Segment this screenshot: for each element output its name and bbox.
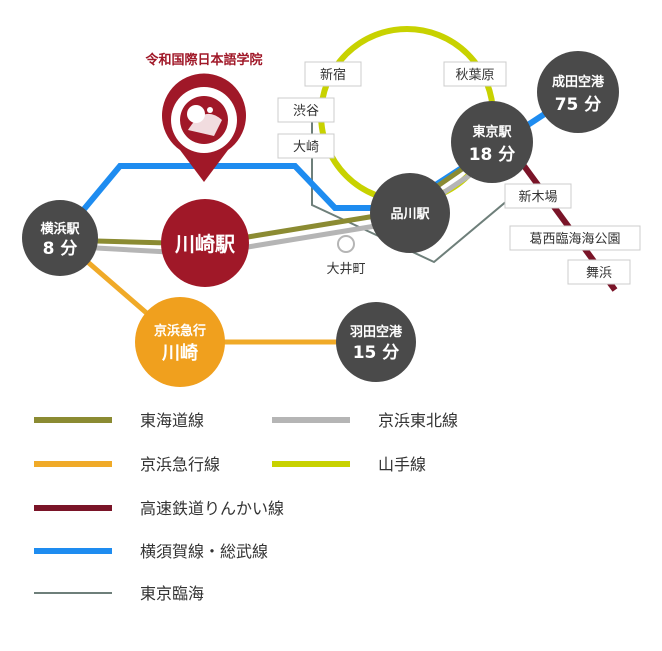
oimachi-label: 大井町 [326,262,365,277]
svg-text:15 分: 15 分 [353,343,400,363]
legend-item-tokaido: 東海道線 [34,411,204,430]
svg-text:東京駅: 東京駅 [472,124,512,140]
school-pin[interactable] [162,73,247,182]
svg-text:川崎: 川崎 [161,342,198,364]
label-shinkiba: 新木場 [504,183,572,209]
legend-item-tokyo-rinkai: 東京臨海 [34,584,204,603]
school-logo-icon [180,96,228,144]
station-keikyu-kawasaki[interactable]: 京浜急行 川崎 [135,297,225,387]
oimachi-marker [337,235,355,253]
legend-item-yokosuka-sobu: 横須賀線・総武線 [34,542,268,561]
label-shinjuku: 新宿 [304,61,362,87]
svg-text:山手線: 山手線 [378,455,426,474]
svg-text:舞浜: 舞浜 [586,266,612,281]
svg-text:東海道線: 東海道線 [140,411,204,430]
svg-text:品川駅: 品川駅 [390,207,430,222]
svg-text:18 分: 18 分 [469,145,516,165]
tokyo-rinkai-line [311,115,521,264]
label-shibuya: 渋谷 [277,97,335,123]
legend-item-rinkai: 高速鉄道りんかい線 [34,499,284,518]
svg-text:大崎: 大崎 [293,140,319,155]
svg-text:葛西臨海海公園: 葛西臨海海公園 [529,232,620,247]
legend-item-yamanote: 山手線 [272,455,426,474]
svg-text:川崎駅: 川崎駅 [174,232,235,256]
label-akihabara: 秋葉原 [443,61,507,87]
station-haneda[interactable]: 羽田空港 15 分 [336,302,416,382]
svg-text:横須賀線・総武線: 横須賀線・総武線 [140,542,268,561]
legend-item-keikyu: 京浜急行線 [34,455,220,474]
svg-text:京浜東北線: 京浜東北線 [378,411,458,430]
svg-text:渋谷: 渋谷 [293,104,319,119]
label-osaki: 大崎 [277,133,335,159]
station-shinagawa[interactable]: 品川駅 [370,173,450,253]
svg-text:京浜急行: 京浜急行 [154,323,206,339]
svg-text:東京臨海: 東京臨海 [140,584,204,603]
svg-text:横浜駅: 横浜駅 [40,221,80,237]
svg-text:8 分: 8 分 [43,239,78,259]
label-maihama: 舞浜 [567,259,631,285]
svg-text:秋葉原: 秋葉原 [455,68,494,83]
station-narita[interactable]: 成田空港 75 分 [537,51,619,133]
station-yokohama[interactable]: 横浜駅 8 分 [22,200,98,276]
school-name: 令和国際日本語学院 [145,52,262,68]
label-kasai: 葛西臨海海公園 [509,225,641,251]
station-tokyo[interactable]: 東京駅 18 分 [451,101,533,183]
legend-item-keihin-tohoku: 京浜東北線 [272,411,458,430]
svg-text:羽田空港: 羽田空港 [350,324,403,340]
svg-text:新宿: 新宿 [320,67,346,83]
svg-text:成田空港: 成田空港 [552,74,605,90]
svg-text:75 分: 75 分 [555,95,602,115]
legend: 東海道線 京浜東北線 京浜急行線 山手線 高速鉄道りんかい線 横須賀線・総武線 … [34,411,458,603]
svg-text:新木場: 新木場 [518,189,557,205]
station-kawasaki[interactable]: 川崎駅 [161,199,249,287]
svg-text:高速鉄道りんかい線: 高速鉄道りんかい線 [140,499,284,518]
svg-text:京浜急行線: 京浜急行線 [140,455,220,474]
